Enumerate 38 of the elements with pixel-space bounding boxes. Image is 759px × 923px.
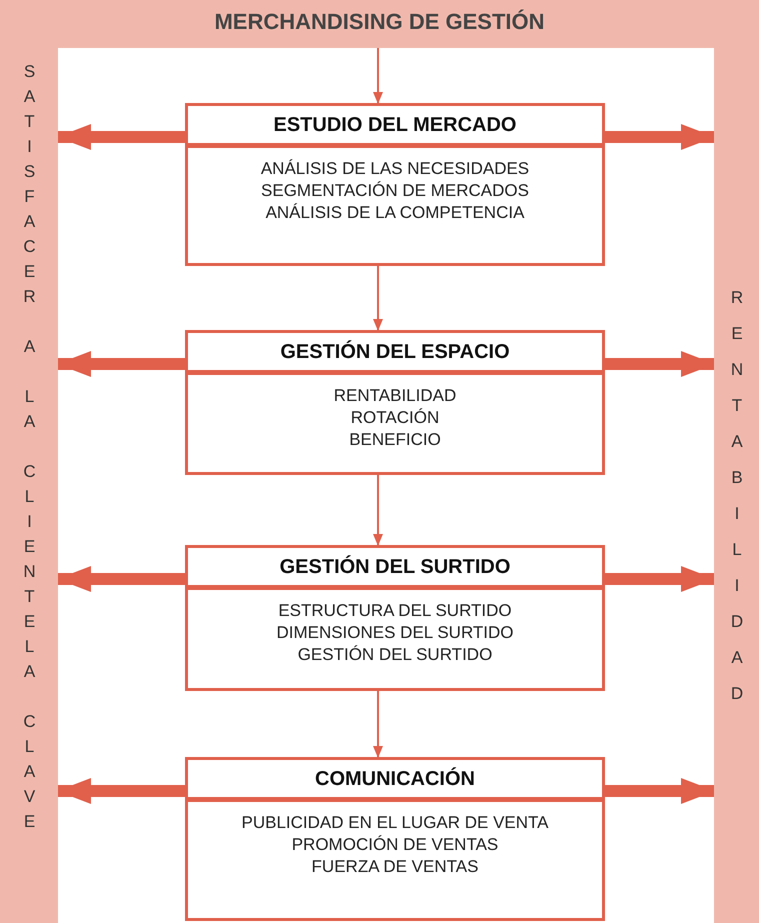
box-heading: GESTIÓN DEL ESPACIO [279, 339, 511, 365]
arrow [57, 778, 185, 804]
list-item: PUBLICIDAD EN EL LUGAR DE VENTA [240, 812, 550, 834]
arrow [605, 778, 715, 804]
arrow [57, 124, 185, 150]
arrow [373, 48, 383, 104]
arrow [373, 266, 383, 331]
list-item: PROMOCIÓN DE VENTAS [290, 834, 500, 856]
list-item: ANÁLISIS DE LA COMPETENCIA [264, 202, 526, 224]
band-label: RENTABILIDAD [726, 288, 746, 722]
frame-band [0, 0, 759, 48]
arrow [605, 566, 715, 592]
box-heading: GESTIÓN DEL SURTIDO [278, 554, 512, 580]
band-label: MERCHANDISING DE GESTIÓN [213, 9, 546, 35]
frame-band [714, 48, 759, 923]
arrow [57, 566, 185, 592]
list-item: ROTACIÓN [350, 407, 440, 429]
box-heading: ESTUDIO DEL MERCADO [272, 113, 518, 138]
arrow [57, 351, 185, 377]
list-item: ANÁLISIS DE LAS NECESIDADES [260, 158, 530, 180]
process-box [185, 757, 605, 921]
list-item: FUERZA DE VENTAS [310, 856, 480, 878]
list-item: DIMENSIONES DEL SURTIDO [275, 622, 515, 644]
list-item: ESTRUCTURA DEL SURTIDO [277, 600, 513, 622]
list-item: SEGMENTACIÓN DE MERCADOS [260, 180, 530, 202]
process-box [185, 545, 605, 691]
frame-band [0, 48, 58, 923]
arrow [605, 351, 715, 377]
arrow [373, 691, 383, 758]
list-item: RENTABILIDAD [332, 385, 458, 407]
list-item: GESTIÓN DEL SURTIDO [296, 644, 494, 666]
process-box [185, 103, 605, 266]
box-heading: COMUNICACIÓN [314, 766, 476, 792]
arrow [373, 475, 383, 546]
list-item: BENEFICIO [348, 429, 442, 451]
process-box [185, 330, 605, 475]
arrow [605, 124, 715, 150]
band-label: SATISFACER A LA CLIENTELA CLAVE [19, 62, 39, 839]
